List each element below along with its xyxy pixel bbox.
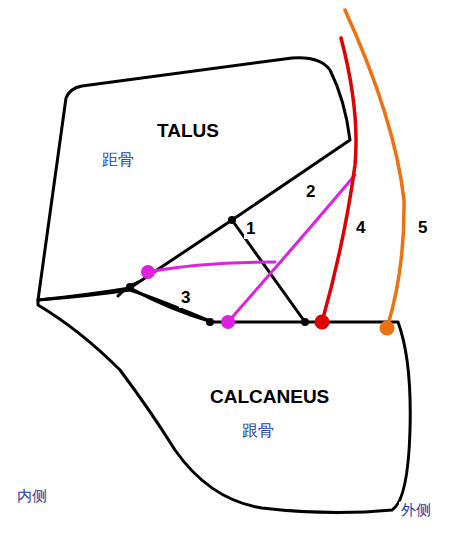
callout-number: 2 [304, 183, 317, 202]
bone-name: CALCANEUS [208, 387, 331, 408]
ligament-5 [345, 10, 404, 328]
calcaneus-outline [38, 290, 410, 513]
side-label: 内侧 [15, 488, 49, 505]
ligament-2a [148, 262, 275, 272]
ligament-2b [228, 175, 355, 322]
talocalcaneal-line [130, 288, 212, 322]
ligament-4 [322, 38, 356, 322]
bone-name: TALUS [155, 121, 221, 142]
side-label: 外侧 [399, 502, 433, 519]
callout-number: 3 [179, 289, 192, 308]
callout-number: 4 [354, 219, 367, 238]
sinus-line [118, 282, 138, 296]
attachment-dots [126, 216, 395, 336]
callout-number: 5 [416, 219, 429, 238]
bone-name-zh: 距骨 [100, 151, 136, 169]
bone-name-zh: 跟骨 [240, 422, 276, 440]
callout-number: 1 [244, 220, 257, 239]
talus-outline [38, 58, 350, 300]
